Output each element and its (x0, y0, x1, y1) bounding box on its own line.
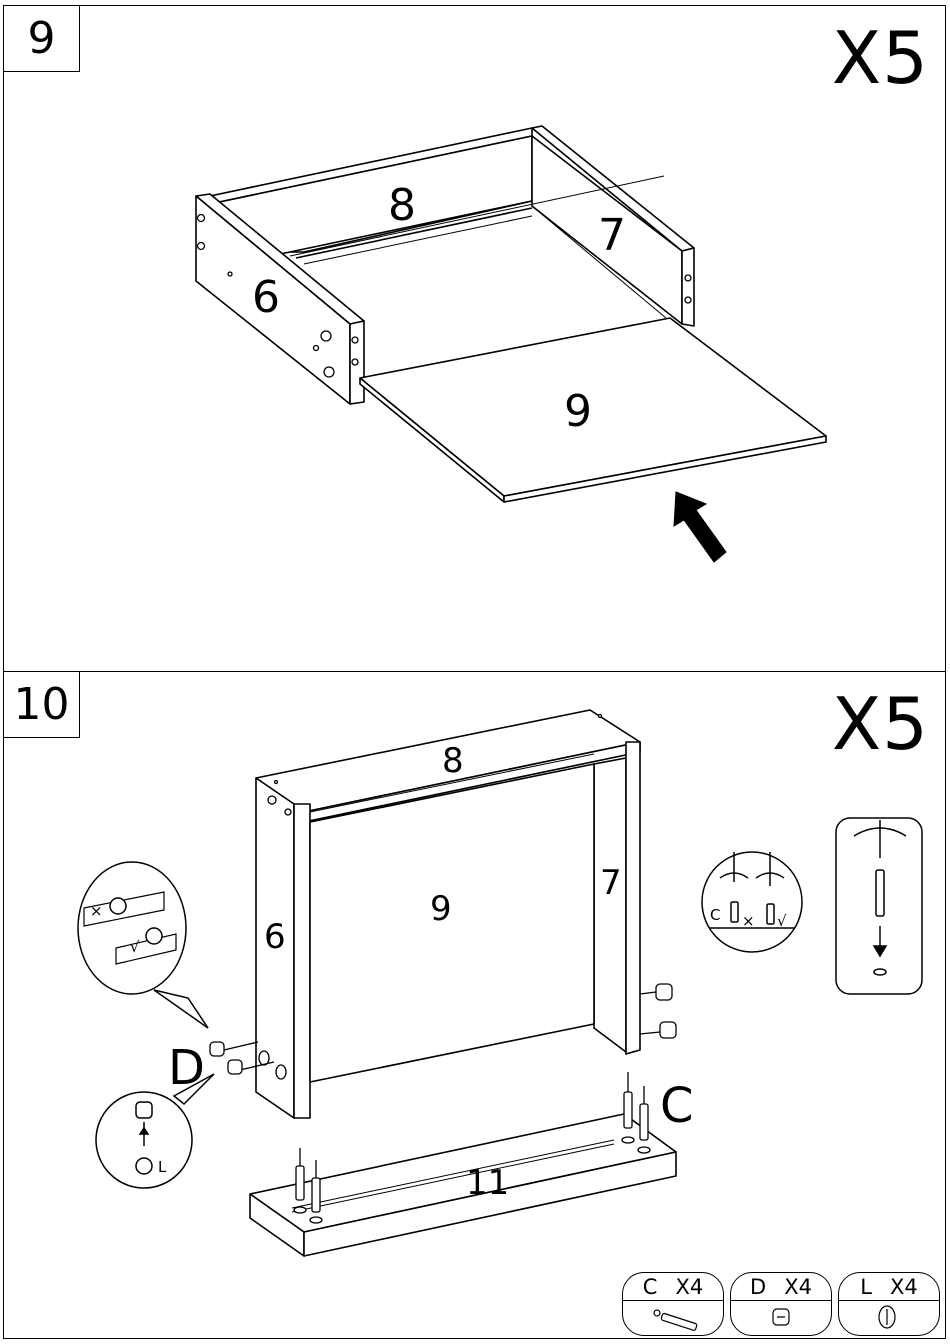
screw-head-icon (839, 1301, 939, 1335)
part-label-back: 9 (430, 889, 452, 929)
cam-lock-group-right (640, 984, 676, 1038)
right-side-panel (594, 758, 626, 1052)
bottom-panel (360, 318, 826, 496)
step-9-drawing: 8 7 6 9 (4, 6, 947, 673)
wrong-mark: × (90, 902, 103, 920)
part-label-right-side: 7 (600, 863, 622, 903)
cam-dowel-icon (623, 1301, 723, 1335)
legend-item-cam: D X4 (730, 1272, 832, 1336)
part-label-base: 11 (466, 1163, 509, 1203)
legend-head: D X4 (731, 1273, 831, 1301)
detail-dowel-letter: C (710, 906, 720, 924)
legend-quantity: X4 (890, 1273, 918, 1300)
dowel-insert-detail (836, 818, 922, 994)
legend-quantity: X4 (675, 1273, 703, 1300)
legend-letter: L (860, 1273, 872, 1300)
dowel-screwdriver-detail (702, 852, 802, 952)
legend-quantity: X4 (784, 1273, 812, 1300)
part-label-bottom: 9 (564, 386, 592, 437)
part-label-back: 8 (388, 180, 416, 231)
legend-letter: C (643, 1273, 658, 1300)
step-10-drawing: × √ L C × √ (4, 672, 947, 1340)
step-10-panel: 10 X5 (3, 671, 946, 1339)
part-label-left-side: 6 (264, 917, 286, 957)
part-label-right-side: 7 (598, 210, 626, 261)
cam-lock-icon (731, 1301, 831, 1335)
legend-head: C X4 (623, 1273, 723, 1301)
insert-arrow-icon (674, 492, 726, 562)
legend-item-screw: L X4 (838, 1272, 940, 1336)
part-label-left-side: 6 (252, 272, 280, 323)
step-9-panel: 9 X5 (3, 5, 946, 672)
cam-hole-letter: L (158, 1158, 167, 1176)
legend-item-dowel: C X4 (622, 1272, 724, 1336)
detail-wrong-mark: × (742, 912, 755, 930)
legend-letter: D (750, 1273, 766, 1300)
cam-letter: D (168, 1040, 205, 1096)
cam-orientation-detail (78, 862, 208, 1028)
legend-head: L X4 (839, 1273, 939, 1301)
right-mark: √ (130, 938, 140, 956)
detail-right-mark: √ (777, 912, 787, 930)
dowel-letter: C (660, 1078, 694, 1134)
part-label-top: 8 (442, 741, 464, 781)
